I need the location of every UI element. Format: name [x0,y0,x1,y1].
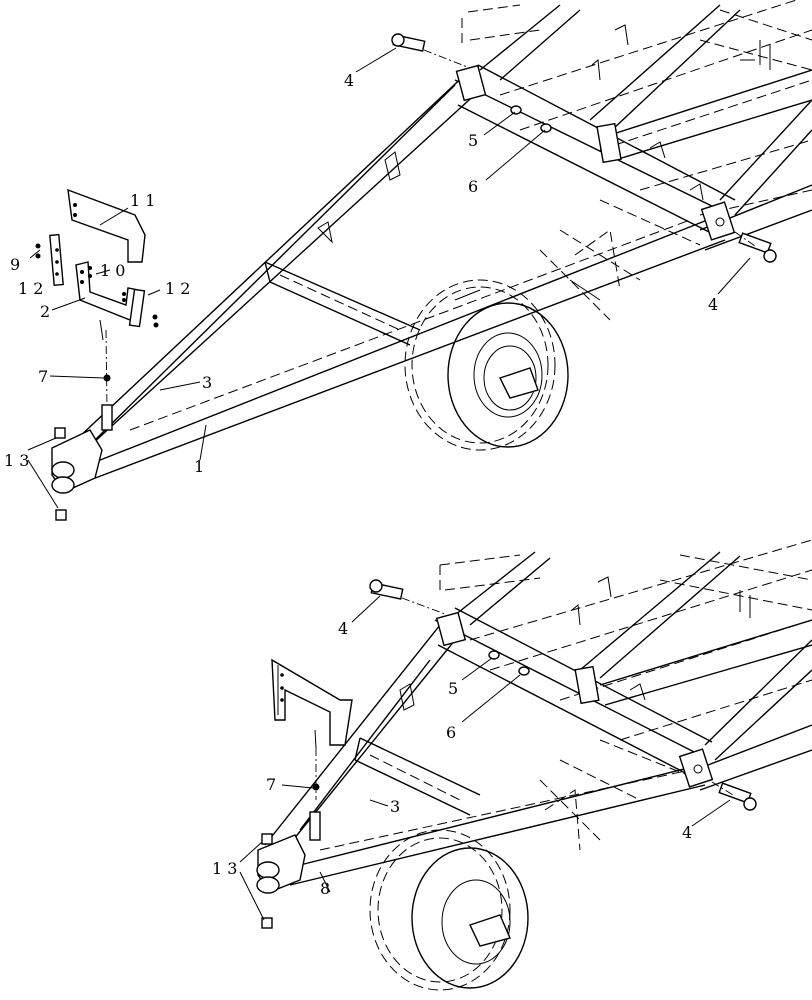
bottom-wheel [369,789,581,991]
top-hitch-clevis [51,427,103,521]
bottom-hardware [369,579,757,811]
bottom-jack-bracket [271,658,353,841]
callout-4-lower: 4 [708,295,718,314]
bottom-assembly-view: 4 5 6 7 3 1 3 8 4 [212,539,812,991]
callout-4-upper: 4 [344,71,354,90]
callout-3: 3 [202,373,212,392]
callout-5: 5 [468,131,478,150]
callout-8: 8 [320,879,330,898]
callout-7: 7 [38,367,48,386]
callout-7: 7 [266,775,276,794]
callout-11: 1 1 [130,191,155,210]
callout-6: 6 [446,723,456,742]
callout-12-right: 1 2 [165,279,190,298]
top-wheel [404,229,621,451]
bottom-callouts: 4 5 6 7 3 1 3 8 4 [212,619,692,898]
callout-3: 3 [390,797,400,816]
bottom-leaders [239,595,731,921]
callout-2: 2 [40,302,50,321]
top-hitch-frame [59,64,736,481]
top-hardware [391,33,777,263]
callout-4-upper: 4 [338,619,348,638]
callout-4-lower: 4 [682,823,692,842]
top-leaders [27,47,751,509]
callout-5: 5 [448,679,458,698]
callout-9: 9 [10,255,20,274]
callout-12-left: 1 2 [18,279,43,298]
top-assembly-view: 1 1 9 1 0 1 2 1 2 2 7 3 1 3 1 4 5 6 4 [4,0,812,521]
top-jack-bracket [35,188,159,431]
bottom-hitch-clevis [256,833,306,929]
callout-1: 1 [194,457,204,476]
top-callouts: 1 1 9 1 0 1 2 1 2 2 7 3 1 3 1 4 5 6 4 [4,71,718,476]
bottom-rear-frame [434,539,812,841]
callout-13: 1 3 [4,451,29,470]
top-rear-frame [454,0,812,321]
callout-10: 1 0 [100,261,125,280]
callout-6: 6 [468,177,478,196]
callout-13: 1 3 [212,859,237,878]
